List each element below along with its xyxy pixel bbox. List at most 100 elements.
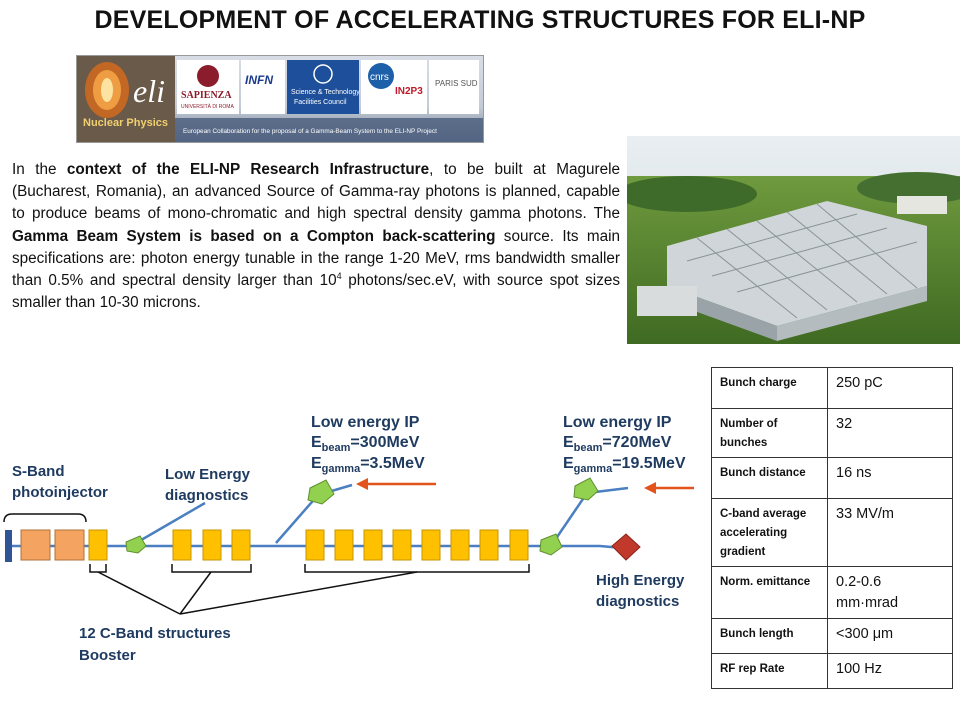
cband-structure [334,529,354,561]
side-building [897,196,947,214]
table-row: Bunch distance 16 ns [711,457,953,499]
lowip1-branch [275,494,319,544]
intro-bold-1: context of the ELI-NP Research Infrastru… [66,161,430,178]
banner-caption: European Collaboration for the proposal … [183,128,437,135]
sband-label-line1: S-Band [12,463,65,480]
cband-structure [305,529,325,561]
paris-sud-text: PARIS SUD [435,79,478,88]
spec-label: C-band average accelerating gradient [711,498,828,567]
spec-value: <300 μm [827,618,953,654]
le-diag-element [125,535,147,554]
spec-value: 0.2-0.6 mm·mrad [827,566,953,619]
cband-label-line2: Booster [79,647,136,664]
cband-structure [202,529,222,561]
intro-bold-2: Gamma Beam System is based on a Compton … [12,227,496,245]
spec-label: Norm. emittance [711,566,828,619]
laser-arrowhead-2 [644,482,656,494]
cband-structures [88,529,529,561]
cnrs-text: cnrs [370,72,389,83]
spec-label: Bunch distance [711,457,828,499]
sband-structure-2 [54,529,85,561]
stfc-logo-bg [287,60,359,114]
spec-value: 33 MV/m [827,498,953,567]
sband-bracket [3,513,87,523]
stfc-text: Science & Technology [291,89,360,96]
sband-label-line2: photoinjector [12,484,108,501]
diagnostics-elements [125,477,599,556]
he-dump-element [611,533,641,561]
lowip2-diag-element [573,477,599,501]
cband-structure [392,529,412,561]
he-diagnostics-label-line1: High Energy [596,572,685,589]
lowip1-ebeam: Ebeam=300MeV [311,434,420,454]
accelerator-layout-diagram: S-Band photoinjector Low Energy diagnost… [3,414,694,664]
page-title: DEVELOPMENT OF ACCELERATING STRUCTURES F… [94,6,866,34]
pointer-line-3 [179,571,418,615]
table-row: Bunch charge 250 pC [711,367,953,409]
lowip1-title: Low energy IP [311,414,420,431]
beam-specs-table: Bunch charge 250 pC Number of bunches 32… [711,367,953,689]
spec-value: 16 ns [827,457,953,499]
cband-structure [172,529,192,561]
spec-label: RF rep Rate [711,653,828,689]
intro-text-2: , to be built at Magurele (Bucharest, Ro… [12,161,620,223]
tree-line-right [857,172,960,204]
table-row: RF rep Rate 100 Hz [711,653,953,689]
intro-text-4: photons/sec.eV, with source spot sizes s… [12,272,620,312]
laser-arrows [356,478,694,494]
pointer-line-1 [97,571,181,615]
cband-bracket-2 [171,564,252,573]
road [637,286,697,316]
sband-structure-1 [20,529,51,561]
le-diagnostics-label-line1: Low Energy [165,466,251,483]
intro-paragraph: In the context of the ELI-NP Research In… [12,159,620,314]
paris-sud-logo-bg [429,60,479,114]
building-wall-side [777,286,927,341]
in2p3-text: IN2P3 [395,86,423,97]
laser-arrowhead-1 [356,478,368,490]
table-row: C-band average accelerating gradient 33 … [711,498,953,567]
junction-diag-element [539,533,563,556]
nuclear-physics-text: Nuclear Physics [83,117,168,129]
sapienza-seal [197,65,219,87]
eli-flame-logo [85,62,129,118]
building-illustration [627,136,960,344]
lowip2-title: Low energy IP [563,414,672,431]
spec-value: 250 pC [827,367,953,409]
lowip2-ebeam: Ebeam=720MeV [563,434,672,454]
cband-structure [231,529,251,561]
photocathode-gun [5,530,12,562]
logo-banner-graphic: eli Nuclear Physics SAPIENZA UNIVERSITÀ … [77,56,483,142]
cband-bracket-1 [89,564,107,573]
intro-superscript: 4 [336,270,342,281]
cband-structure [421,529,441,561]
collaboration-logo-banner: eli Nuclear Physics SAPIENZA UNIVERSITÀ … [76,55,484,143]
spec-label: Number of bunches [711,408,828,458]
sapienza-sub-text: UNIVERSITÀ DI ROMA [181,103,234,110]
le-diag-branch [135,501,206,545]
tree-line [627,176,757,212]
spec-value: 100 Hz [827,653,953,689]
banner-caption-bg [175,118,483,142]
building-roof [667,201,927,326]
intro-text-1: In the [12,161,67,178]
spec-value: 32 [827,408,953,458]
infn-text: INFN [245,73,273,87]
lowip1-egamma: Egamma=3.5MeV [311,455,425,475]
spec-label: Bunch length [711,618,828,654]
cband-structure [88,529,108,561]
eli-logo-text: eli [133,73,165,109]
lowip2-branch [551,492,589,544]
cband-bracket-3 [304,564,530,573]
table-row: Number of bunches 32 [711,408,953,458]
eli-np-building-photo [627,136,960,344]
cband-structure [363,529,383,561]
intro-text-3: source. Its main specifications are: pho… [12,227,620,290]
table-row: Norm. emittance 0.2-0.6 mm·mrad [711,566,953,619]
cband-structure [509,529,529,561]
pointer-line-2 [179,571,212,615]
lowip2-egamma: Egamma=19.5MeV [563,455,686,475]
spec-label: Bunch charge [711,367,828,409]
sapienza-text: SAPIENZA [181,90,232,101]
lowip1-diag-element [307,479,335,505]
